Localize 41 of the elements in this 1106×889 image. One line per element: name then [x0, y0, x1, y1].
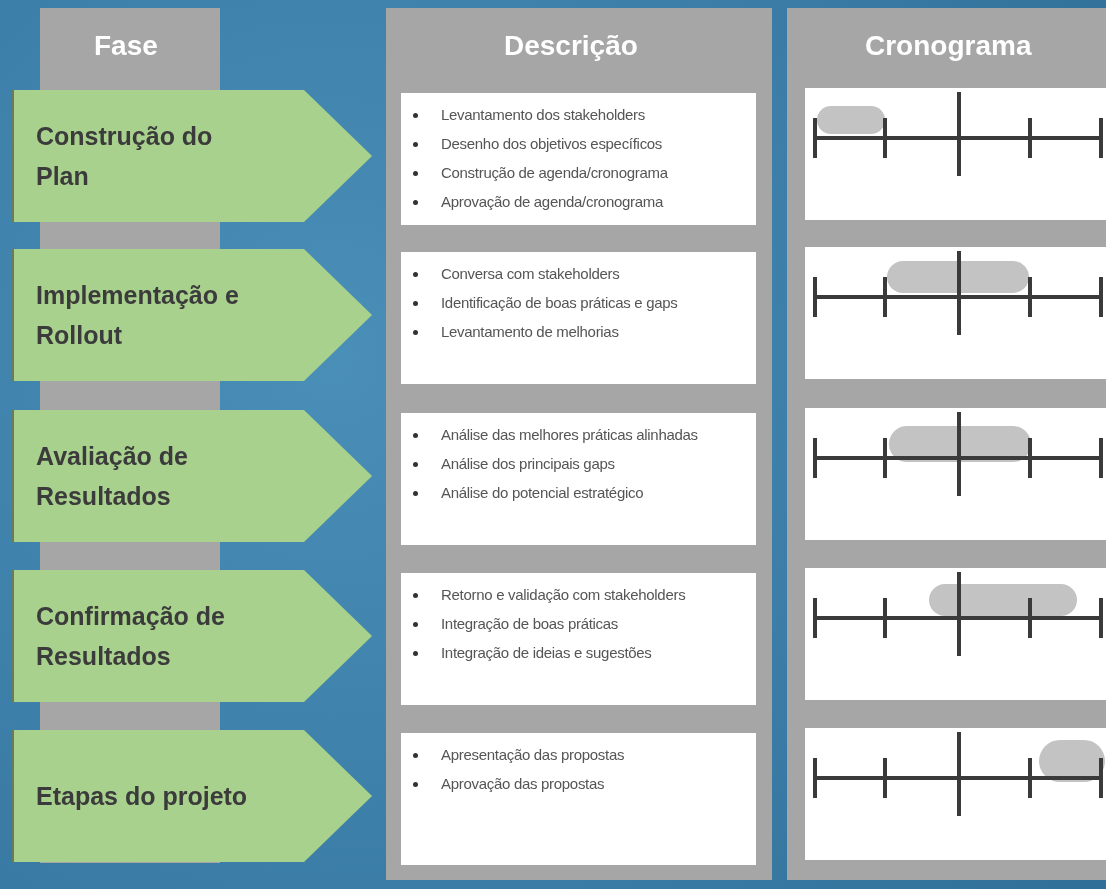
phase-label: Etapas do projeto — [36, 781, 249, 812]
phase-banner — [12, 410, 372, 542]
bullet-text: Levantamento de melhorias — [441, 322, 619, 343]
phase-banner — [12, 570, 372, 702]
bullet-text: Análise das melhores práticas alinhadas — [441, 425, 698, 446]
description-box — [401, 252, 756, 384]
bullet-text: Análise do potencial estratégico — [441, 483, 644, 504]
bullet-text: Conversa com stakeholders — [441, 264, 620, 285]
phase-label: Implementação e Rollout — [36, 280, 240, 351]
phase-banner — [12, 249, 372, 381]
timeline-box — [805, 728, 1106, 860]
bullet-text: Apresentação das propostas — [441, 745, 625, 766]
timeline-box — [805, 88, 1106, 220]
timeline-box — [805, 408, 1106, 540]
phase-label: Avaliação de Resultados — [36, 441, 189, 512]
phase-banner — [12, 730, 372, 862]
bullet-text: Aprovação de agenda/cronograma — [441, 192, 663, 213]
column-panel — [787, 8, 1106, 880]
description-box — [401, 573, 756, 705]
bullet-text: Desenho dos objetivos específicos — [441, 134, 663, 155]
description-box — [401, 413, 756, 545]
description-box — [401, 93, 756, 225]
timeline-box — [805, 247, 1106, 379]
bullet-text: Identificação de boas práticas e gaps — [441, 293, 678, 314]
column-heading: Descrição — [504, 32, 638, 60]
phase-banner — [12, 90, 372, 222]
phase-label: Confirmação de Resultados — [36, 601, 226, 672]
column-panel — [386, 8, 772, 880]
bullet-text: Integração de ideias e sugestões — [441, 643, 652, 664]
timeline-box — [805, 568, 1106, 700]
column-header — [40, 8, 220, 90]
bullet-text: Análise dos principais gaps — [441, 454, 615, 475]
column-heading: Cronograma — [865, 32, 1032, 60]
bullet-text: Aprovação das propostas — [441, 774, 605, 795]
bullet-text: Construção de agenda/cronograma — [441, 163, 668, 184]
description-box — [401, 733, 756, 865]
bullet-text: Levantamento dos stakeholders — [441, 105, 645, 126]
column-heading: Fase — [94, 32, 158, 60]
bullet-text: Integração de boas práticas — [441, 614, 619, 635]
bullet-text: Retorno e validação com stakeholders — [441, 585, 686, 606]
phase-label: Construção do Plan — [36, 121, 214, 192]
